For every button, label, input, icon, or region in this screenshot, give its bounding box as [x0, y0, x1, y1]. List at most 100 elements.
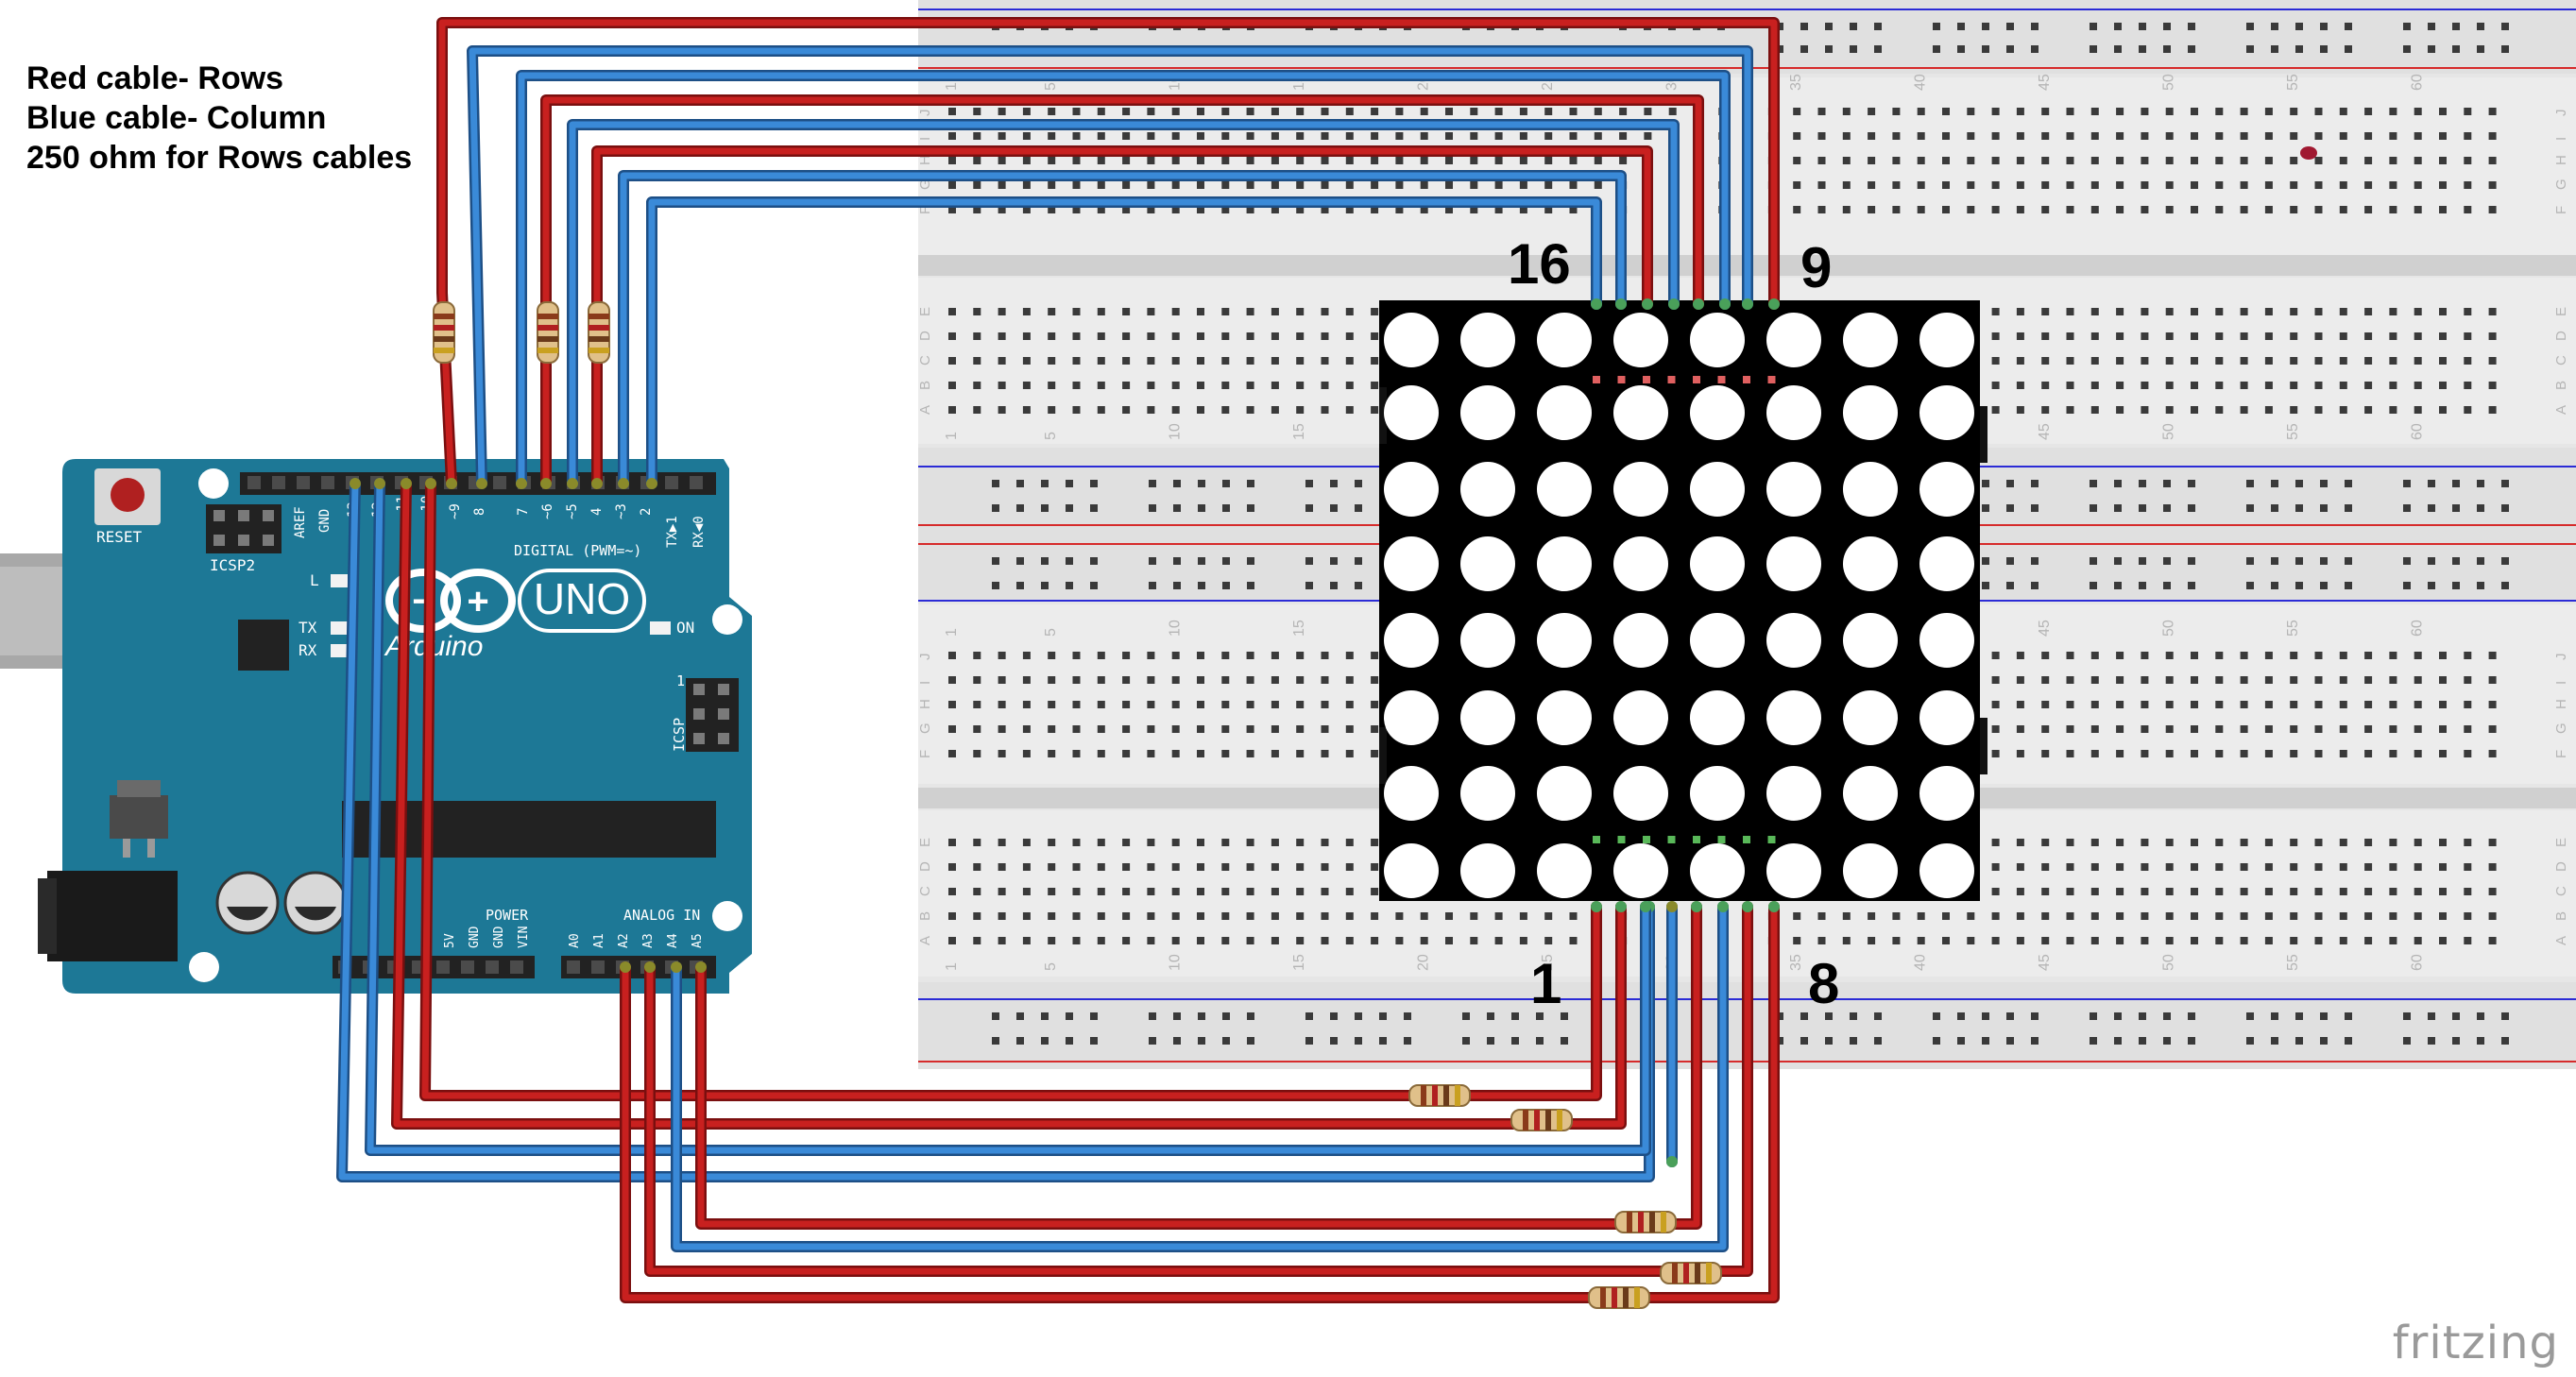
l-led	[331, 574, 348, 587]
pin7-label: 7	[516, 508, 531, 516]
svg-text:G: G	[2553, 178, 2569, 190]
capacitor-right	[283, 871, 348, 935]
svg-text:D: D	[917, 861, 933, 872]
svg-text:10: 10	[1168, 954, 1184, 971]
capacitor-left	[215, 871, 280, 935]
svg-text:50: 50	[2161, 423, 2177, 440]
svg-text:5: 5	[1043, 628, 1059, 637]
analog-pin-a5: A5	[691, 933, 705, 948]
pin8-label: 8	[472, 508, 487, 516]
svg-text:B: B	[917, 911, 933, 921]
rx-label: RX	[299, 641, 317, 659]
svg-text:H: H	[917, 699, 933, 709]
fritzing-logo: fritzing	[2392, 1317, 2559, 1369]
svg-text:G: G	[917, 722, 933, 734]
icsp-pin1-label: 1	[676, 672, 685, 689]
svg-text:I: I	[917, 681, 933, 685]
pin5-label: ~5	[565, 503, 580, 519]
svg-text:D: D	[2553, 331, 2569, 341]
svg-text:60: 60	[2410, 954, 2426, 971]
svg-text:35: 35	[1788, 74, 1804, 91]
on-label: ON	[676, 619, 694, 637]
rx-pin-label: RX◀0	[691, 516, 707, 548]
svg-text:J: J	[2553, 110, 2569, 117]
svg-text:C: C	[2553, 355, 2569, 366]
led-matrix-pins	[1593, 376, 1776, 843]
svg-text:I: I	[917, 137, 933, 141]
svg-text:D: D	[2553, 861, 2569, 872]
svg-text:1: 1	[944, 962, 960, 971]
svg-text:55: 55	[2285, 954, 2301, 971]
svg-text:F: F	[917, 206, 933, 214]
analog-pin-a4: A4	[666, 933, 680, 948]
aref-label: AREF	[293, 506, 308, 538]
pin4-label: 4	[589, 508, 605, 516]
matrix-pin-9-label: 9	[1800, 236, 1833, 299]
svg-text:10: 10	[1168, 620, 1184, 637]
svg-text:J: J	[917, 110, 933, 117]
svg-text:10: 10	[1168, 423, 1184, 440]
svg-text:15: 15	[1291, 954, 1307, 971]
led-matrix-dots	[1384, 313, 1974, 898]
svg-text:1: 1	[944, 628, 960, 637]
svg-text:E: E	[917, 307, 933, 316]
legend-red-cable: Red cable- Rows	[26, 60, 284, 96]
svg-text:G: G	[2553, 722, 2569, 734]
power-pin-gnd2: GND	[492, 926, 506, 948]
svg-text:40: 40	[1913, 74, 1929, 91]
svg-text:J: J	[2553, 654, 2569, 661]
matrix-pin-16-label: 16	[1508, 232, 1571, 296]
pin3-label: ~3	[614, 503, 629, 519]
svg-text:A: A	[917, 936, 933, 945]
svg-text:A: A	[2553, 936, 2569, 945]
svg-text:60: 60	[2410, 74, 2426, 91]
svg-text:15: 15	[1291, 423, 1307, 440]
reset-button-cap[interactable]	[111, 478, 145, 512]
on-led	[650, 621, 671, 635]
svg-text:45: 45	[2037, 74, 2053, 91]
analog-pin-a1: A1	[592, 933, 606, 948]
power-jack	[47, 871, 178, 961]
svg-text:F: F	[2553, 206, 2569, 214]
svg-text:G: G	[917, 178, 933, 190]
svg-text:25: 25	[1540, 954, 1556, 971]
svg-text:B: B	[2553, 381, 2569, 390]
tx-led	[331, 621, 348, 635]
digital-label: DIGITAL (PWM=~)	[514, 542, 641, 559]
resistors	[433, 301, 1722, 1309]
svg-text:A: A	[2553, 405, 2569, 415]
pin2-label: 2	[639, 508, 654, 516]
svg-text:15: 15	[1291, 620, 1307, 637]
svg-text:E: E	[2553, 838, 2569, 847]
l-label: L	[310, 571, 319, 589]
svg-text:55: 55	[2285, 620, 2301, 637]
svg-text:C: C	[2553, 886, 2569, 896]
svg-text:60: 60	[2410, 620, 2426, 637]
gnd-label: GND	[317, 509, 333, 533]
svg-text:H: H	[2553, 155, 2569, 165]
rx-led	[331, 644, 348, 657]
svg-text:5: 5	[1043, 962, 1059, 971]
svg-text:B: B	[917, 381, 933, 390]
svg-text:E: E	[917, 838, 933, 847]
icsp-label: ICSP	[671, 718, 688, 752]
icsp2-label: ICSP2	[210, 556, 255, 574]
svg-text:35: 35	[1788, 954, 1804, 971]
legend-resistor-note: 250 ohm for Rows cables	[26, 140, 413, 176]
svg-text:C: C	[917, 355, 933, 366]
pin6-label: ~6	[540, 503, 555, 519]
svg-text:5: 5	[1043, 432, 1059, 440]
svg-text:I: I	[2553, 681, 2569, 685]
uno-label: UNO	[534, 574, 630, 623]
pin9-label: ~9	[448, 503, 463, 519]
power-pin-5v: 5V	[443, 933, 457, 948]
svg-text:50: 50	[2161, 620, 2177, 637]
wires	[336, 17, 1780, 1303]
matrix-pin-8-label: 8	[1808, 952, 1840, 1015]
svg-text:H: H	[917, 155, 933, 165]
analog-in-label: ANALOG IN	[623, 907, 700, 924]
svg-text:1: 1	[944, 82, 960, 91]
svg-text:B: B	[2553, 911, 2569, 921]
matrix-pin-1-label: 1	[1530, 952, 1562, 1015]
